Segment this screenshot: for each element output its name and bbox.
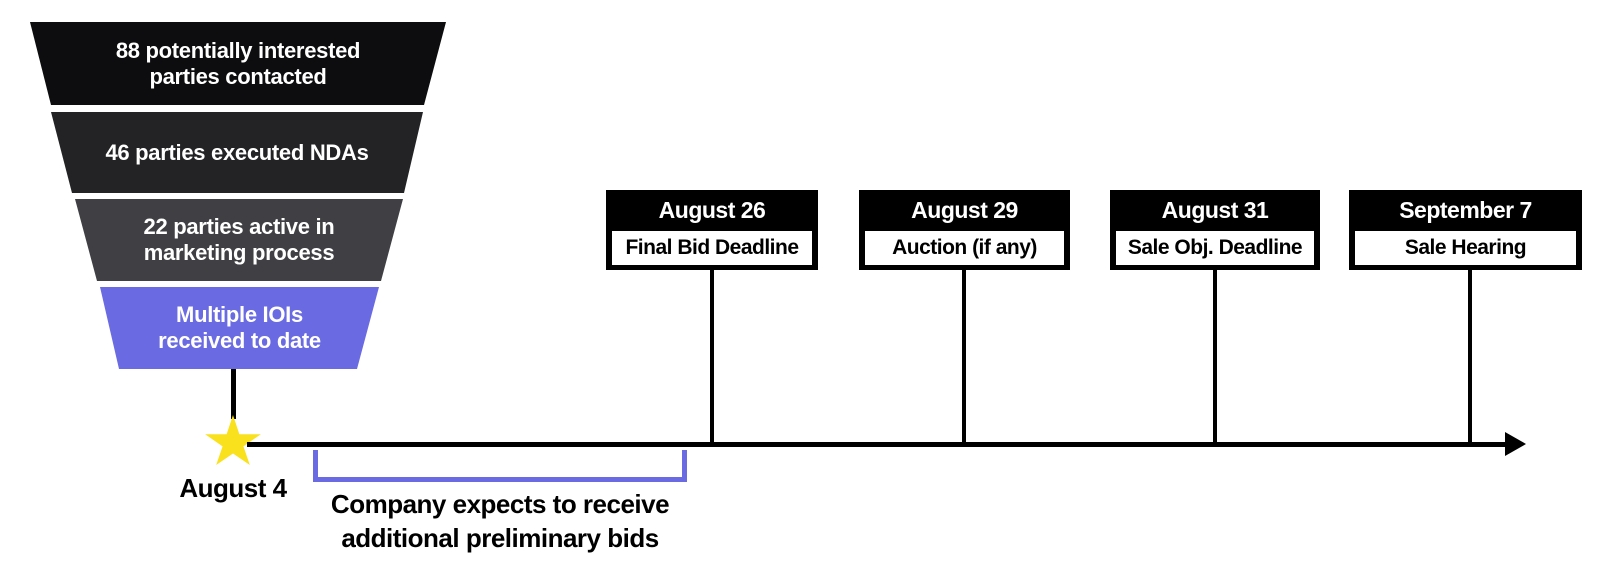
milestone-final-bid-deadline: August 26 Final Bid Deadline [606,190,818,270]
milestone-connector-line [710,268,714,445]
milestone-connector-line [962,268,966,445]
timeline-start-date-label: August 4 [179,473,287,503]
milestone-connector-line [1213,268,1217,445]
milestone-label: Auction (if any) [865,231,1064,265]
funnel-tier-iois-received: Multiple IOIs received to date [100,287,379,369]
funnel-tier-text-line: 46 parties executed NDAs [105,139,369,165]
funnel-tier-parties-contacted: 88 potentially interested parties contac… [30,22,446,105]
funnel-tier-active-parties: 22 parties active in marketing process [75,199,403,281]
expected-bids-caption: Company expects to receive additional pr… [318,487,682,555]
funnel-tier-text-line: 88 potentially interested [115,37,361,63]
milestone-label: Sale Hearing [1355,231,1576,265]
milestone-sale-objection-deadline: August 31 Sale Obj. Deadline [1110,190,1320,270]
milestone-connector-line [1468,268,1472,445]
funnel-stem-line [231,369,236,419]
funnel-tier-text-line: Multiple IOIs [176,302,303,327]
milestone-date: August 31 [1161,197,1269,223]
milestone-label: Sale Obj. Deadline [1116,231,1314,265]
caption-line: additional preliminary bids [341,523,659,553]
expected-bids-bracket [313,450,687,482]
milestone-auction: August 29 Auction (if any) [859,190,1070,270]
milestone-date: August 29 [911,197,1018,223]
milestone-label: Final Bid Deadline [612,231,812,265]
funnel-tier-text-line: received to date [158,328,321,353]
milestone-sale-hearing: September 7 Sale Hearing [1349,190,1582,270]
milestone-date: September 7 [1399,197,1532,223]
timeline-arrowhead-icon [1505,432,1526,456]
funnel-tier-text-line: marketing process [143,240,335,265]
timeline-axis [247,442,1507,447]
funnel-tier-text-line: parties contacted [149,63,327,89]
milestone-date: August 26 [658,197,766,223]
caption-line: Company expects to receive [330,489,670,519]
funnel-tier-text-line: 22 parties active in [143,214,335,239]
funnel-tier-ndas-executed: 46 parties executed NDAs [51,112,423,193]
